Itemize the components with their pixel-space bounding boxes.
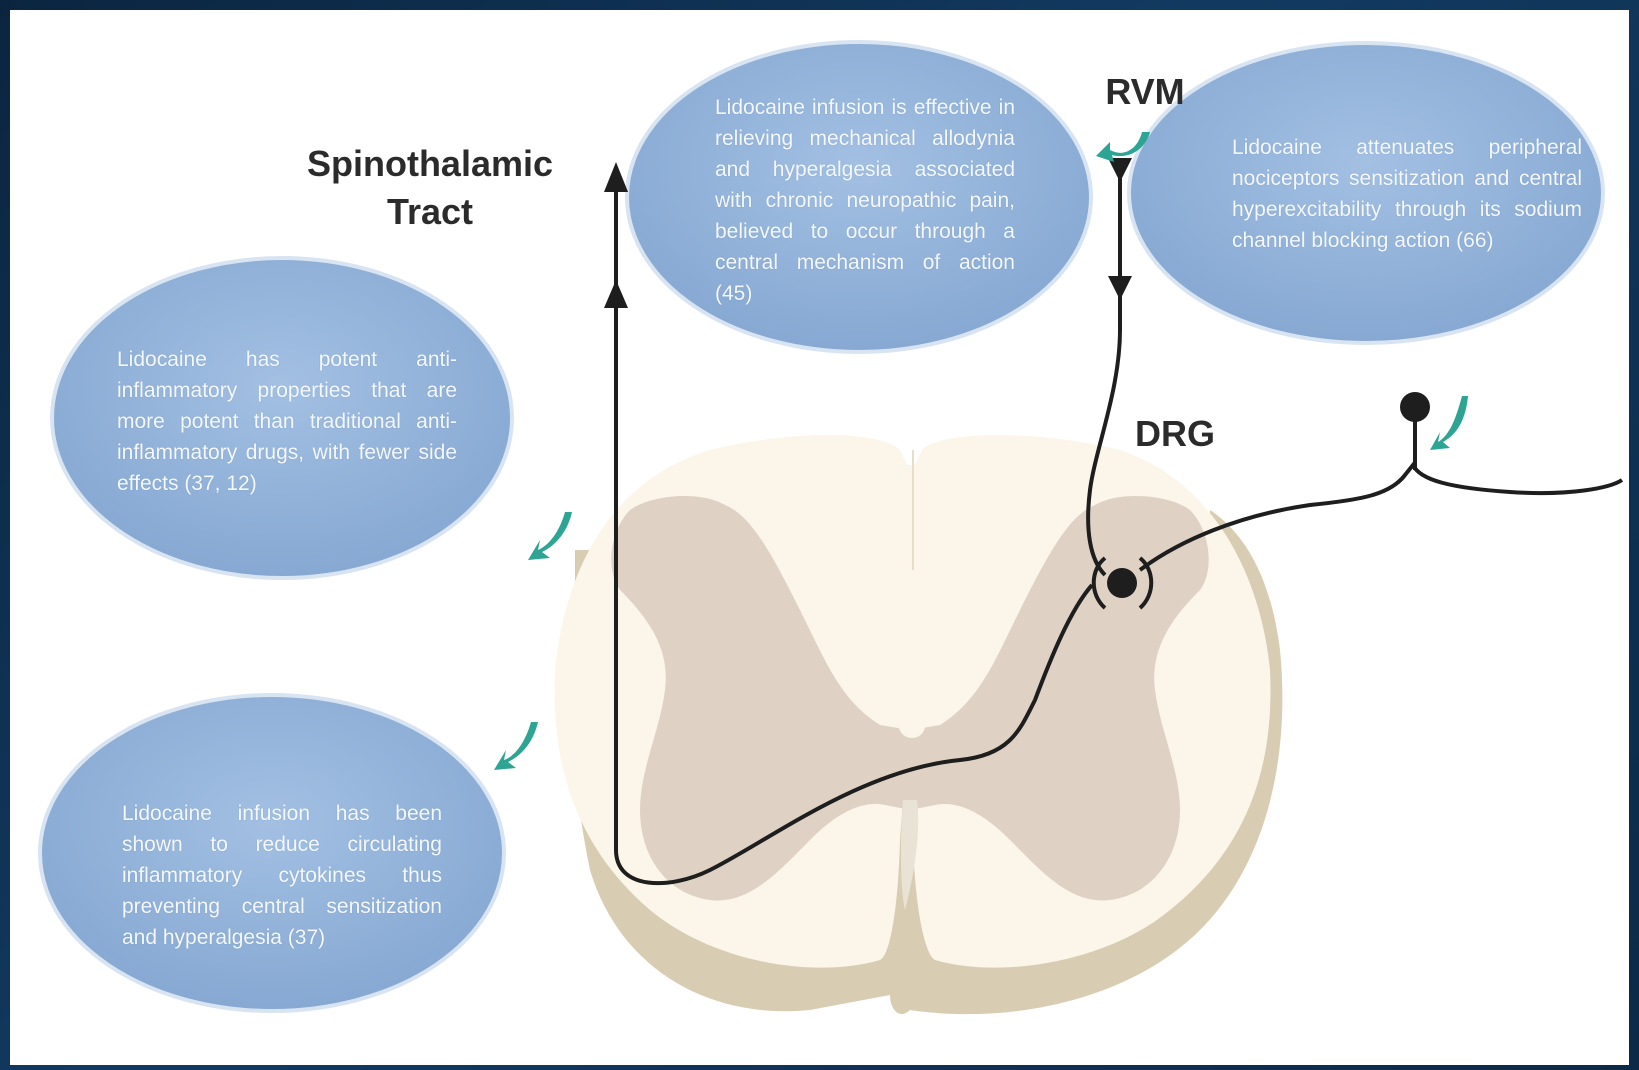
bubble-cytokines-text: Lidocaine infusion has been shown to red… <box>122 798 442 953</box>
action-arrow-icon-nociceptor <box>1430 396 1468 450</box>
spinothalamic-label-line1: Spinothalamic <box>270 140 590 188</box>
drg-label: DRG <box>1110 410 1240 458</box>
spinothalamic-tract-label: Spinothalamic Tract <box>270 140 590 236</box>
action-arrow-icon-cytokines <box>494 722 538 770</box>
rvm-label: RVM <box>1080 68 1210 116</box>
central-canal <box>899 714 925 738</box>
bubble-anti-inflammatory-text: Lidocaine has potent anti-inflammatory p… <box>117 344 457 499</box>
spinal-cord-cross-section <box>554 435 1282 1014</box>
spinothalamic-label-line2: Tract <box>270 188 590 236</box>
bubble-central-mechanism-text: Lidocaine infusion is effective in relie… <box>715 92 1015 309</box>
slide: Spinothalamic Tract RVM DRG Lidocaine in… <box>10 10 1629 1065</box>
nociceptor-terminal <box>1400 392 1430 422</box>
bubble-sodium-channel-text: Lidocaine attenuates peripheral nocicept… <box>1232 132 1582 256</box>
action-arrow-icon-anti-inflammatory <box>528 512 572 560</box>
